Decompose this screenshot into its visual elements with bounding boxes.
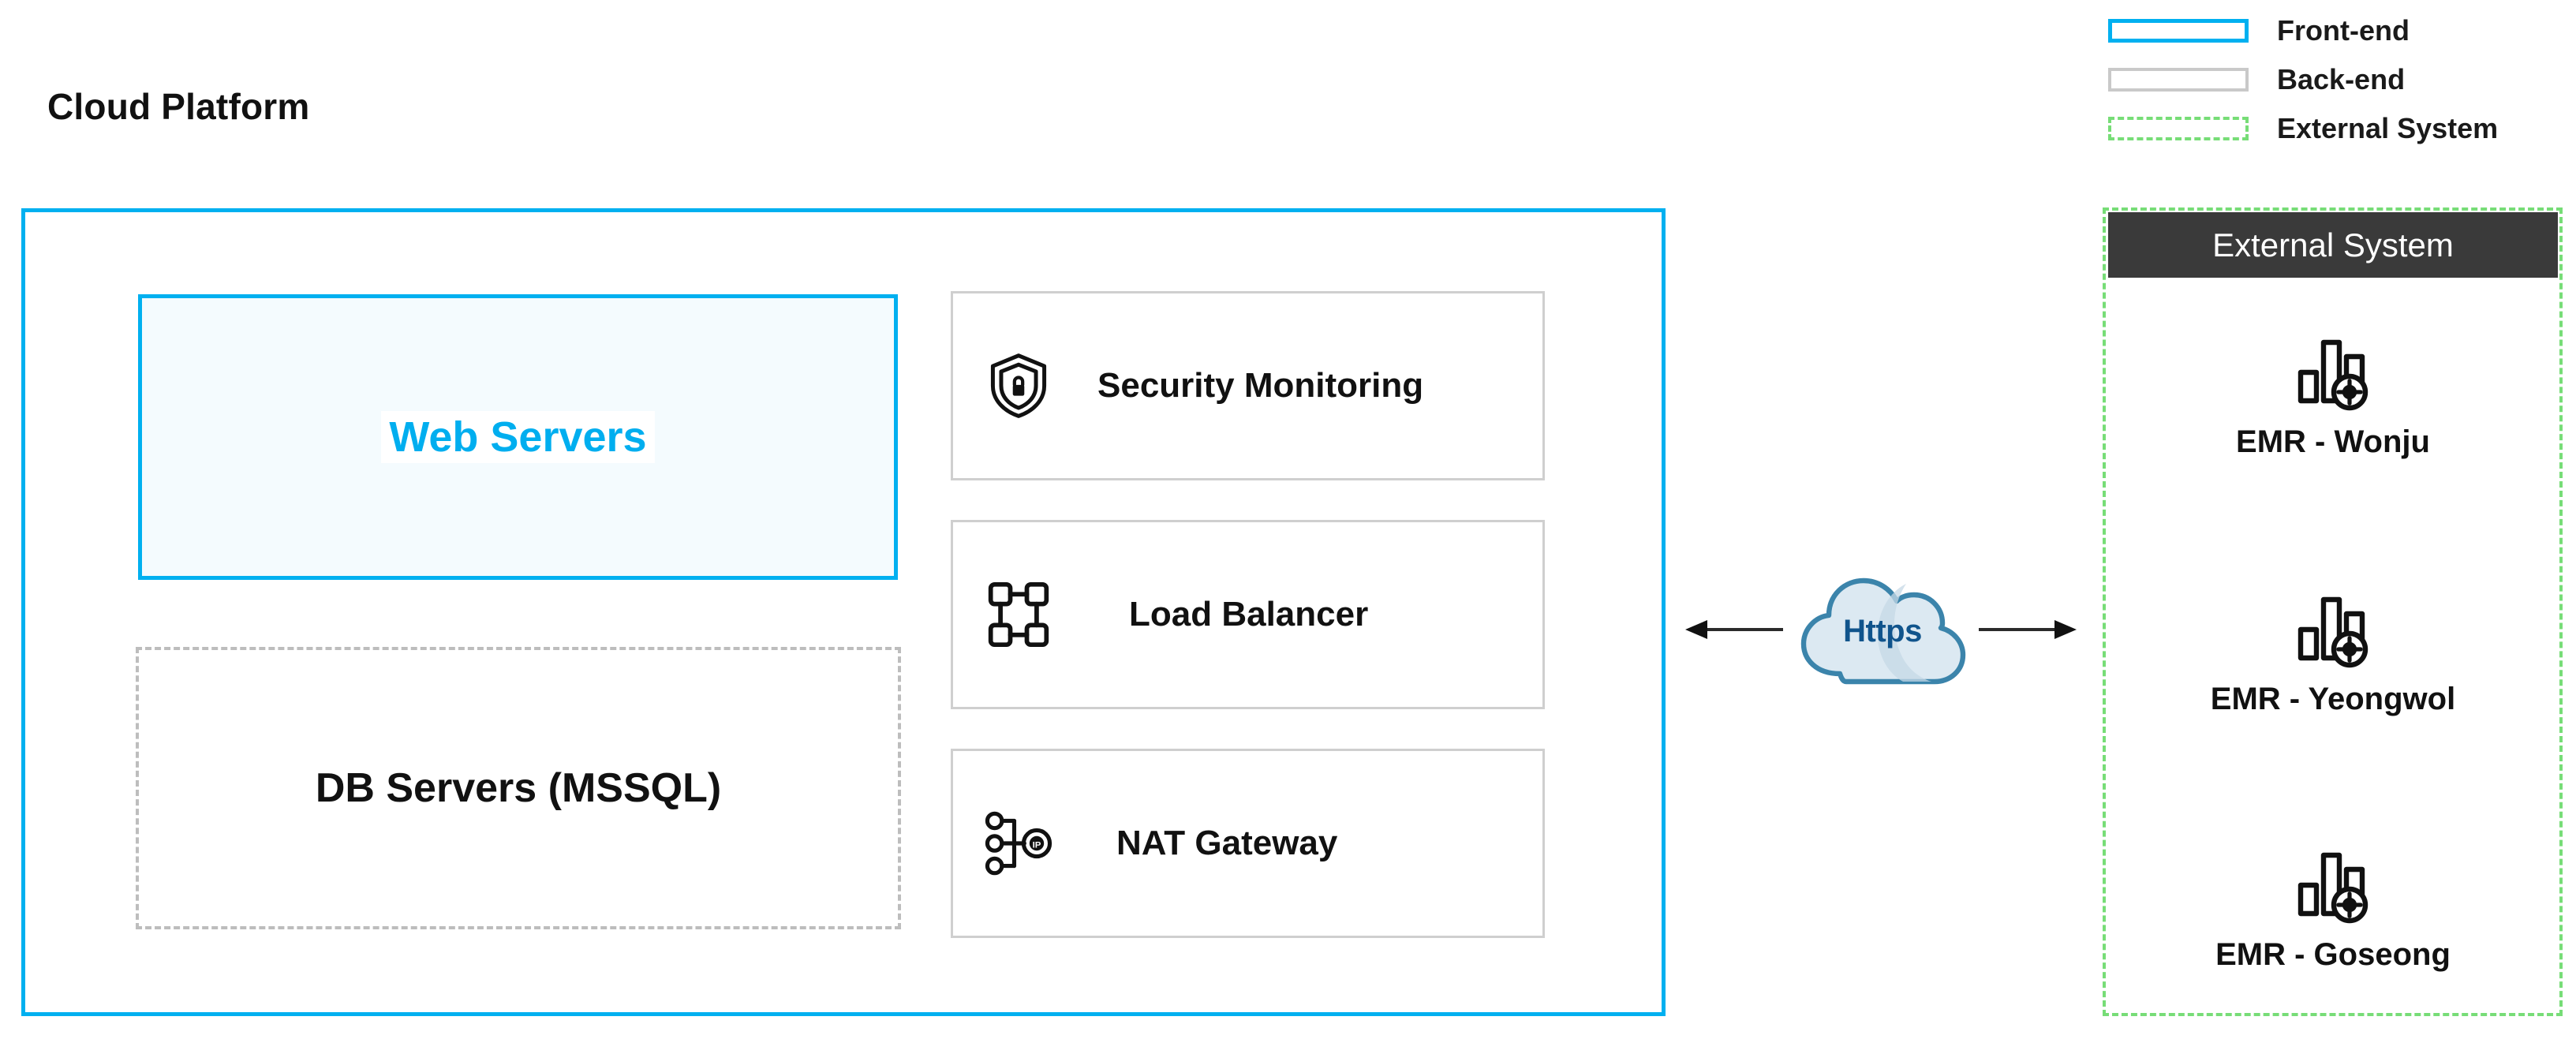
legend-label-external: External System (2277, 112, 2499, 144)
emr-bar-chart-gear-icon (2292, 333, 2374, 415)
emr-bar-chart-gear-icon (2292, 846, 2374, 928)
web-servers-label: Web Servers (381, 411, 655, 463)
page-title: Cloud Platform (47, 86, 310, 127)
frontend-swatch-icon (2108, 19, 2249, 43)
emr-label-wonju: EMR - Wonju (2236, 424, 2430, 459)
backend-swatch-icon (2108, 68, 2249, 92)
nat-gateway-node[interactable]: IP NAT Gateway (951, 749, 1545, 938)
emr-bar-chart-gear-icon (2292, 590, 2374, 672)
https-cloud-node[interactable]: Https (1789, 563, 1976, 699)
emr-node-goseong[interactable]: EMR - Goseong (2108, 846, 2558, 973)
db-servers-label: DB Servers (MSSQL) (315, 765, 722, 811)
nat-gateway-ip-icon: IP (981, 805, 1056, 881)
db-servers-node[interactable]: DB Servers (MSSQL) (136, 647, 901, 929)
security-monitoring-label: Security Monitoring (1097, 366, 1424, 405)
load-balancer-nodes-icon (981, 577, 1056, 652)
arrow-right-icon (1979, 612, 2077, 647)
external-swatch-icon (2108, 117, 2249, 140)
legend-item-backend: Back-end (2108, 55, 2566, 104)
load-balancer-node[interactable]: Load Balancer (951, 520, 1545, 709)
emr-node-wonju[interactable]: EMR - Wonju (2108, 333, 2558, 460)
legend-item-frontend: Front-end (2108, 6, 2566, 55)
nat-gateway-label: NAT Gateway (1116, 824, 1338, 862)
shield-lock-icon (981, 348, 1056, 424)
web-servers-node[interactable]: Web Servers (138, 294, 898, 580)
https-cloud-label: Https (1843, 613, 1922, 648)
emr-node-yeongwol[interactable]: EMR - Yeongwol (2108, 590, 2558, 717)
legend-label-backend: Back-end (2277, 63, 2406, 95)
external-system-header: External System (2108, 212, 2558, 278)
load-balancer-label: Load Balancer (1129, 595, 1369, 633)
legend-label-frontend: Front-end (2277, 14, 2410, 47)
security-monitoring-node[interactable]: Security Monitoring (951, 291, 1545, 480)
arrow-left-icon (1685, 612, 1783, 647)
svg-text:IP: IP (1033, 840, 1041, 850)
legend: Front-end Back-end External System (2108, 6, 2566, 153)
emr-label-yeongwol: EMR - Yeongwol (2210, 682, 2456, 716)
emr-label-goseong: EMR - Goseong (2215, 937, 2451, 972)
legend-item-external: External System (2108, 104, 2566, 153)
